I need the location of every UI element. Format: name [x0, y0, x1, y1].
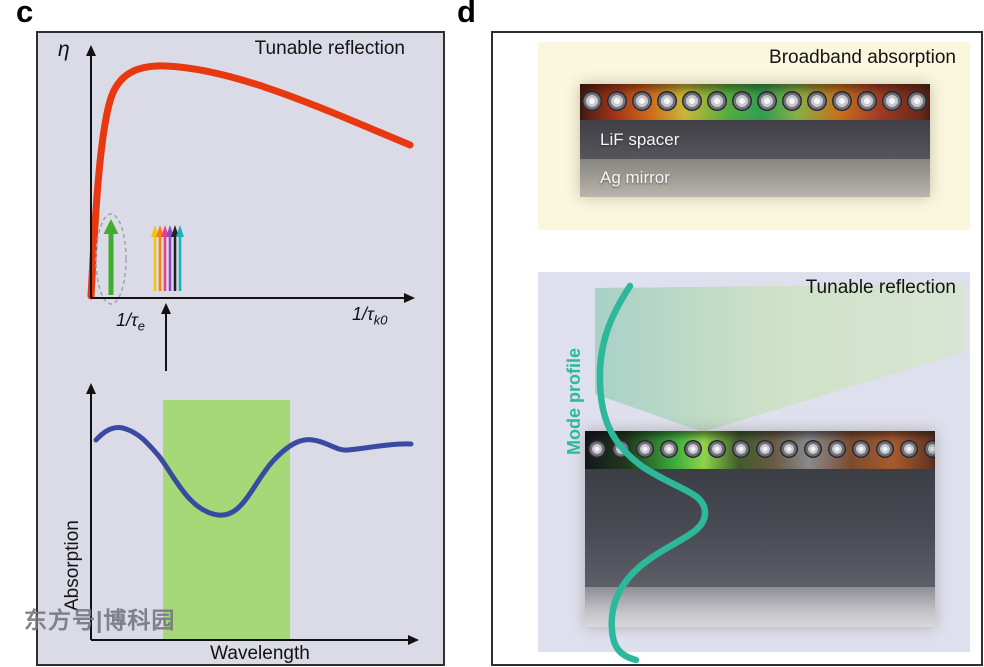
wavelength-axis-label: Wavelength — [210, 643, 310, 664]
absorption-curve — [93, 424, 414, 518]
eta-axis-label: η — [58, 38, 70, 61]
emitter-arrow-cluster — [151, 225, 184, 291]
decay-rate-axis-label: 1/τk0 — [352, 304, 387, 328]
mode-profile-curve — [596, 282, 709, 664]
watermark: 东方号|博科园 — [24, 607, 176, 633]
mode-profile-plot — [596, 282, 709, 664]
top-y-axis-arrowhead — [86, 45, 96, 56]
absorption-axis-label: Absorption — [62, 520, 83, 611]
tunable-title: Tunable reflection — [805, 277, 956, 298]
panel-d: Broadband absorption LiF spacer Ag mirro… — [491, 31, 983, 666]
decay-rate-label-base: 1/τ — [352, 304, 374, 324]
dashed-ellipse — [95, 213, 127, 305]
panel-d-label: d — [457, 0, 476, 29]
panel-c-plots — [86, 45, 419, 645]
highlight-arrow-head — [103, 219, 119, 234]
wavelength-band — [163, 400, 290, 640]
nanoparticle-rainbow-strip — [580, 84, 930, 120]
ag-mirror-layer: Ag mirror — [580, 159, 930, 197]
nanoparticle-strip — [585, 431, 935, 469]
panel-c-title: Tunable reflection — [254, 38, 405, 59]
broadband-box: Broadband absorption LiF spacer Ag mirro… — [538, 42, 970, 230]
emitter-arrow-head — [176, 225, 184, 237]
emitter-rate-arrowhead — [161, 303, 171, 314]
decay-rate-label-sub: k0 — [373, 312, 388, 328]
panel-c-label: c — [16, 0, 34, 29]
bottom-x-axis-arrowhead — [408, 635, 419, 645]
broadband-sample-photo: LiF spacer Ag mirror — [580, 84, 930, 197]
lif-spacer-layer: LiF spacer — [580, 120, 930, 159]
bottom-y-axis-arrowhead — [86, 383, 96, 394]
reflection-beam — [595, 284, 965, 432]
efficiency-curve — [87, 62, 414, 300]
panel-c: Tunable reflection η 1/τe 1/τk0 Absorpti… — [36, 31, 445, 666]
broadband-title: Broadband absorption — [769, 47, 956, 68]
lif-spacer-label: LiF spacer — [600, 129, 680, 149]
base-layer — [585, 587, 935, 627]
emitter-rate-label-sub: e — [137, 318, 145, 334]
top-x-axis-arrowhead — [404, 293, 415, 303]
ag-mirror-label: Ag mirror — [600, 168, 670, 187]
beam-polygon — [595, 284, 965, 432]
emitter-rate-label: 1/τe — [116, 310, 145, 334]
emitter-rate-label-base: 1/τ — [116, 310, 138, 330]
mode-profile-label: Mode profile — [564, 348, 584, 455]
tunable-box: Tunable reflection Mode profile — [538, 272, 970, 664]
